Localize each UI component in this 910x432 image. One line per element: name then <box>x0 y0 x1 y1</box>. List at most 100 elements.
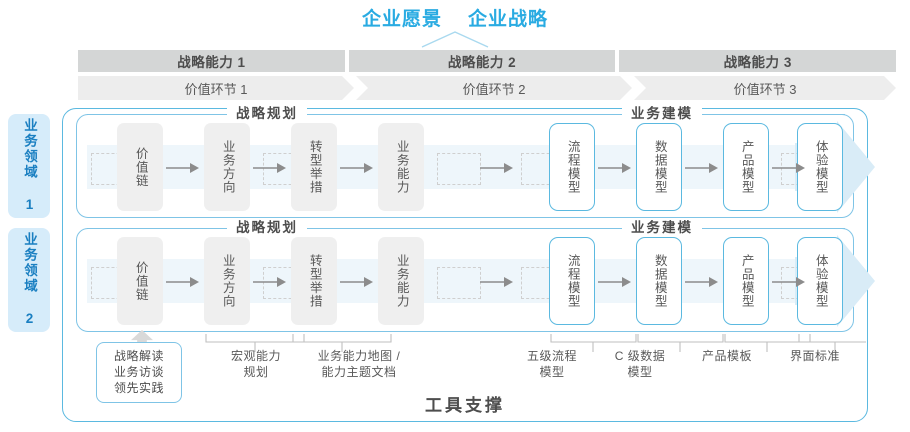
connector-arrow-icon <box>598 163 631 173</box>
node-value-chain-2[interactable]: 价值链 <box>117 237 163 325</box>
connector-arrow-icon <box>685 163 718 173</box>
tool-support-label: 工具支撑 <box>425 395 505 415</box>
enterprise-vision-title: 企业愿景 <box>361 9 442 30</box>
note-line: 业务访谈 <box>113 365 164 380</box>
node-transformation-initiative-2[interactable]: 转型举措 <box>291 237 337 325</box>
node-data-model-1[interactable]: 数据模型 <box>636 123 682 211</box>
note-line: 宏观能力 <box>230 349 281 363</box>
connector-arrow-icon <box>166 163 199 173</box>
node-label: 数据模型 <box>652 140 667 194</box>
connector-arrow-icon <box>340 277 373 287</box>
capability-segment-3: 战略能力 3 <box>619 50 897 72</box>
note-line: C 级数据 <box>614 349 666 363</box>
note-product-template: 产品模板 <box>681 348 773 364</box>
connector-arrow-icon <box>480 277 513 287</box>
node-label: 体验模型 <box>813 140 828 194</box>
note-line: 界面标准 <box>789 349 840 363</box>
node-product-model-1[interactable]: 产品模型 <box>723 123 769 211</box>
node-process-model-2[interactable]: 流程模型 <box>549 237 595 325</box>
node-label: 业务方向 <box>220 140 235 194</box>
node-business-capability-1[interactable]: 业务能力 <box>378 123 424 211</box>
connector-arrow-icon <box>253 277 286 287</box>
node-product-model-2[interactable]: 产品模型 <box>723 237 769 325</box>
note-ui-standard: 界面标准 <box>769 348 861 364</box>
note-line: 业务能力地图 / <box>317 349 401 363</box>
domain-lane-2: 战略规划 业务建模 价值链 业务方向 转型举措 业务能力 流程模型 数据模型 产… <box>76 218 875 332</box>
note-line: 战略解读 <box>113 349 164 363</box>
framework-container <box>62 108 868 422</box>
section-rule-left-a2 <box>87 228 227 230</box>
node-label: 业务方向 <box>220 254 235 308</box>
note-macro-capability-planning: 宏观能力 规划 <box>210 348 302 380</box>
note-line: 五级流程 <box>526 349 577 363</box>
business-domain-tab-2[interactable]: 业务领域 2 <box>8 228 50 332</box>
section-rule-left-b2 <box>309 228 622 230</box>
top-chevron-icon <box>421 31 489 48</box>
note-line: 规划 <box>243 365 269 380</box>
node-experience-model-1[interactable]: 体验模型 <box>797 123 843 211</box>
node-label: 产品模型 <box>739 140 754 194</box>
business-domain-tab-1[interactable]: 业务领域 1 <box>8 114 50 218</box>
node-business-capability-2[interactable]: 业务能力 <box>378 237 424 325</box>
node-label: 产品模型 <box>739 254 754 308</box>
note-five-level-process-model: 五级流程 模型 <box>506 348 598 380</box>
section-title-strategic-planning-1: 战略规划 <box>227 104 307 124</box>
connector-arrow-icon <box>598 277 631 287</box>
note-line: 能力主题文档 <box>321 365 397 380</box>
note-line: 模型 <box>539 365 565 380</box>
node-label: 转型举措 <box>307 140 322 194</box>
note-line: 模型 <box>627 365 653 380</box>
section-rule-left-a <box>87 114 227 116</box>
strategic-capability-row: 战略能力 1 战略能力 2 战略能力 3 <box>78 50 897 72</box>
business-domain-tab-2-label: 业务领域 2 <box>22 232 37 328</box>
section-title-business-modeling-1: 业务建模 <box>622 104 702 124</box>
enterprise-strategy-title: 企业战略 <box>468 9 549 30</box>
connector-arrow-icon <box>253 163 286 173</box>
node-label: 价值链 <box>133 260 148 302</box>
note-strategy-interpretation: 战略解读 业务访谈 领先实践 <box>96 342 182 403</box>
node-value-chain-1[interactable]: 价值链 <box>117 123 163 211</box>
connector-arrow-icon <box>772 163 805 173</box>
placeholder-box-1c <box>437 153 481 185</box>
connector-arrow-icon <box>480 163 513 173</box>
business-domain-tab-1-label: 业务领域 1 <box>22 118 37 214</box>
section-rule-right-b2 <box>704 228 845 230</box>
section-title-strategic-planning-2: 战略规划 <box>227 218 307 238</box>
section-rule-left-b <box>309 114 622 116</box>
note-c-level-data-model: C 级数据 模型 <box>594 348 686 380</box>
section-rule-right-b <box>704 114 845 116</box>
node-label: 业务能力 <box>394 140 409 194</box>
node-process-model-1[interactable]: 流程模型 <box>549 123 595 211</box>
node-transformation-initiative-1[interactable]: 转型举措 <box>291 123 337 211</box>
value-link-segment-1: 价值环节 1 <box>78 76 354 100</box>
note-line: 产品模板 <box>701 349 752 363</box>
node-label: 体验模型 <box>813 254 828 308</box>
capability-segment-2: 战略能力 2 <box>348 50 616 72</box>
connector-arrow-icon <box>340 163 373 173</box>
note-capability-map: 业务能力地图 / 能力主题文档 <box>297 348 421 380</box>
node-experience-model-2[interactable]: 体验模型 <box>797 237 843 325</box>
node-data-model-2[interactable]: 数据模型 <box>636 237 682 325</box>
node-label: 流程模型 <box>565 254 580 308</box>
node-label: 转型举措 <box>307 254 322 308</box>
node-label: 流程模型 <box>565 140 580 194</box>
node-label: 业务能力 <box>394 254 409 308</box>
node-label: 数据模型 <box>652 254 667 308</box>
note-line: 领先实践 <box>113 381 164 396</box>
node-business-direction-2[interactable]: 业务方向 <box>204 237 250 325</box>
placeholder-box-2c <box>437 267 481 299</box>
node-label: 价值链 <box>133 146 148 188</box>
capability-segment-1: 战略能力 1 <box>78 50 345 72</box>
note-brackets <box>205 334 866 352</box>
domain-lane-1: 战略规划 业务建模 价值链 业务方向 转型举措 业务能力 流程模型 数据模型 产… <box>76 104 875 218</box>
connector-arrow-icon <box>772 277 805 287</box>
node-row-1: 价值链 业务方向 转型举措 业务能力 流程模型 数据模型 产品模型 体验模型 <box>91 123 843 211</box>
tool-support-bar: 工具支撑 <box>62 384 868 422</box>
value-link-segment-2: 价值环节 2 <box>356 76 632 100</box>
node-business-direction-1[interactable]: 业务方向 <box>204 123 250 211</box>
top-titles: 企业愿景 企业战略 <box>0 4 910 31</box>
value-link-row: 价值环节 1 价值环节 2 价值环节 3 <box>78 76 896 100</box>
connector-arrow-icon <box>685 277 718 287</box>
node-row-2: 价值链 业务方向 转型举措 业务能力 流程模型 数据模型 产品模型 体验模型 <box>91 237 843 325</box>
section-title-business-modeling-2: 业务建模 <box>622 218 702 238</box>
